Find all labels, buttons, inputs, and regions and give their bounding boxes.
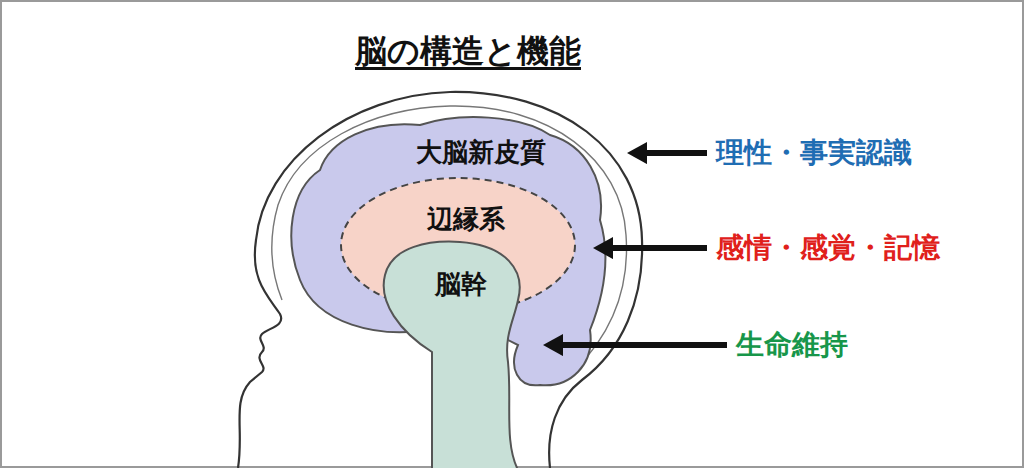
region-name: 辺縁系 xyxy=(344,205,588,235)
function-text: 生命維持 xyxy=(736,329,848,361)
diagram-title: 脳の構造と機能 xyxy=(355,30,581,74)
function-label: 感情・感覚・記憶 xyxy=(710,228,946,268)
region-name: 大脳新皮質 xyxy=(340,138,622,168)
function-label: 生命維持 xyxy=(730,325,854,365)
function-text: 理性・事実認識 xyxy=(716,137,912,169)
pointer-arrow xyxy=(611,245,707,251)
function-label: 理性・事実認識 xyxy=(710,133,918,173)
function-text: 感情・感覚・記憶 xyxy=(716,232,940,264)
brainstem-region: 脳幹 xyxy=(376,238,538,468)
region-name: 脳幹 xyxy=(384,270,538,300)
pointer-arrow xyxy=(645,150,707,156)
